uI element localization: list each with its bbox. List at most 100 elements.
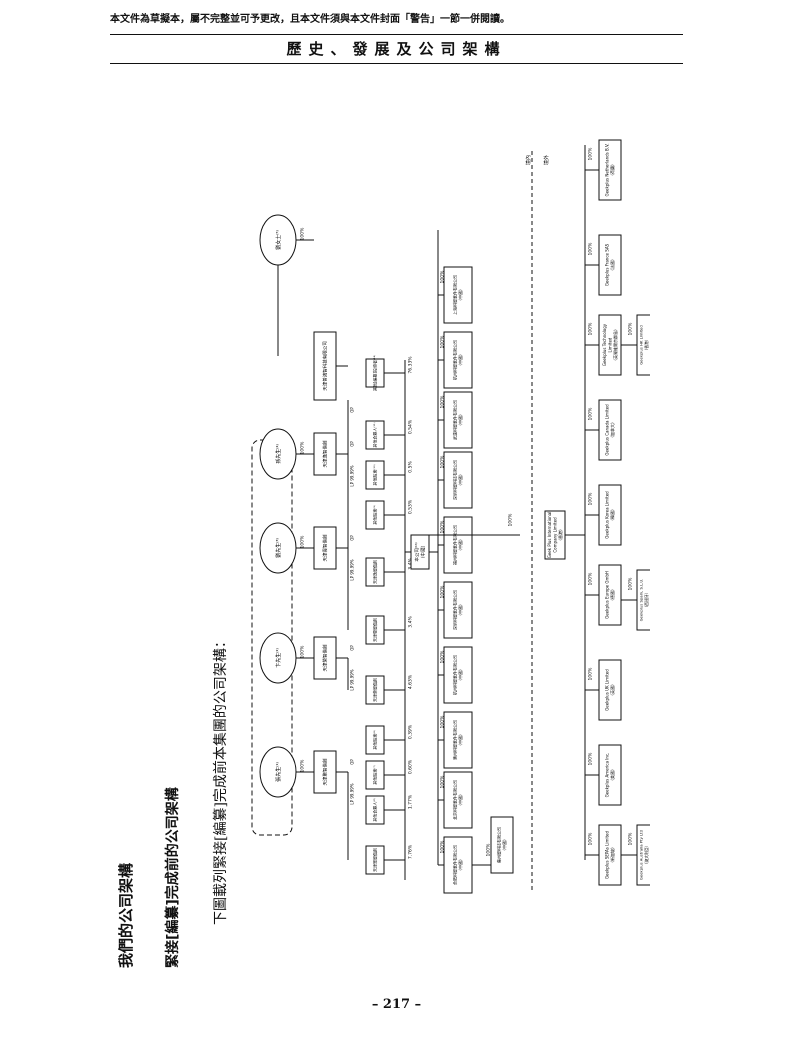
shareholder-pct-text: 76.33% — [408, 356, 414, 374]
shareholder-pct-text: 0.39% — [408, 724, 414, 739]
lp-role-text: LP 99.99% — [349, 559, 354, 580]
lp-role-text: LP 99.99% — [349, 783, 354, 804]
overseas-pct: 100% — [588, 492, 594, 506]
domestic-sub-box-label-text: （中國） — [457, 352, 463, 368]
person-pct: 100% — [300, 227, 306, 241]
domestic-sub-box-label: 武漢科智軟件有限公司（中國） — [452, 400, 464, 440]
person-name-text: 劉女士⁽⁵⁾ — [275, 230, 282, 249]
domestic-sub-box-label-text: （中國） — [457, 602, 463, 618]
overseas-pct: 100% — [588, 752, 594, 766]
domestic-pct: 100% — [440, 270, 446, 284]
person-name-text: 卞先生⁽²⁾ — [275, 648, 282, 667]
corporate-structure-chart: 張先生⁽¹⁾卞先生⁽²⁾劉先生⁽³⁾孫先生⁽⁴⁾劉女士⁽⁵⁾100%天津聚智偕創… — [230, 110, 652, 914]
overseas-sub-box — [598, 484, 622, 546]
shareholder-box-label: 其他合夥人⁽⁶⁾ — [371, 798, 377, 822]
domestic-pct-text: 100% — [440, 775, 446, 789]
overseas-sub-box — [598, 564, 622, 626]
person-name: 卞先生⁽²⁾ — [275, 648, 282, 667]
shareholder-pct: 3.4% — [408, 616, 414, 628]
region-overseas: 境外 — [543, 155, 550, 165]
domestic-sub-box-label-text: （中國） — [457, 287, 463, 303]
shareholder-box-label: 天津雲智偕創 — [371, 618, 377, 642]
shareholder-pct-text: 0.54% — [408, 419, 414, 434]
overseas-sub-box-label: Geekplus Canada Limited（加拿大） — [605, 404, 616, 456]
shareholder-pct: 0.60% — [408, 759, 414, 774]
person-pct: 100% — [300, 759, 306, 773]
overseas-sub-box-label-text: Geekplus SEPAs Limited — [605, 830, 610, 879]
domestic-pct: 100% — [440, 455, 446, 469]
domestic-pct-text: 100% — [440, 650, 446, 664]
domestic-sub-box-label: 杭州科智軟件有限公司（中國） — [452, 655, 464, 695]
region-domestic: 境內 — [525, 155, 532, 165]
domestic-sub-box-label-text: 上海科智軟件有限公司 — [452, 275, 458, 315]
person-name-text: 孫先生⁽⁴⁾ — [275, 444, 282, 463]
person-pct-text: 100% — [300, 759, 306, 773]
domestic-sub2-box — [490, 816, 514, 874]
shareholder-box-label: 其他股東⁽⁹⁾ — [371, 505, 377, 525]
overseas-pct-text: 100% — [588, 832, 594, 846]
shareholder-box-label-text: 天津逸智偕創 — [371, 560, 377, 584]
domestic-sub-box-label-text: （中國） — [457, 857, 463, 873]
overseas-sub-box-label-text: Geekplus UK Limited — [605, 669, 610, 711]
domestic-sub-box-label-text: 杭州科智軟件有限公司 — [452, 340, 458, 380]
overseas-sub-box-label-text: （美國） — [609, 767, 615, 783]
person-name: 張先生⁽¹⁾ — [275, 762, 282, 781]
shareholder-pct-text: 3.4% — [408, 616, 414, 628]
overseas-sub2-box-label-text: （香港） — [644, 337, 649, 352]
overseas-pct-text: 100% — [588, 242, 594, 256]
domestic-sub-box-label-text: 合肥科智軟件有限公司 — [452, 845, 458, 885]
domestic-pct: 100% — [440, 520, 446, 534]
domestic-sub-box-label: 福州科智軟件有限公司（中國） — [452, 525, 464, 565]
lp-role-text: LP 99.99% — [349, 465, 354, 486]
person-pct-text: 100% — [300, 535, 306, 549]
shareholder-pct: 76.33% — [408, 356, 414, 374]
gp-role: GP — [349, 759, 354, 765]
domestic-pct-text: 100% — [440, 395, 446, 409]
shareholder-box-label-text: 其他股東⁽⁷⁾ — [371, 765, 377, 785]
shareholder-box-label-text: 其他股東⁽⁸⁾ — [371, 730, 377, 750]
domestic-sub-box — [443, 771, 473, 829]
overseas-sub-box-label: Geekplus Europe GmbH（德國） — [605, 571, 616, 619]
domestic-sub-box-label-text: （中國） — [457, 792, 463, 808]
domestic-sub-box-label: 廣州科智軟件有限公司（中國） — [452, 720, 464, 760]
overseas-sub2-pct: 100% — [628, 577, 634, 591]
domestic-sub-box-label-text: 杭州科智軟件有限公司 — [452, 655, 458, 695]
domestic-sub2-pct-text: 100% — [486, 843, 492, 857]
overseas-sub2-box-label-text: Geekplus HK Limited — [639, 325, 644, 365]
overseas-sub-box-label: Geekplus Netherlands B.V.（荷蘭） — [605, 143, 616, 196]
shareholder-pct: 1.77% — [408, 794, 414, 809]
page-number: – 217 – — [371, 997, 422, 1012]
gp-entity-box-label-text: 天津雲智偕創 — [322, 534, 329, 561]
person-pct: 100% — [300, 535, 306, 549]
overseas-sub-box-label-text: Geekplus Netherlands B.V. — [605, 143, 610, 196]
person-pct-text: 100% — [300, 645, 306, 659]
gp-role-text: GP — [349, 759, 354, 765]
domestic-pct-text: 100% — [440, 270, 446, 284]
shareholder-pct-text: 7.76% — [408, 844, 414, 859]
shareholder-pct: 0.5% — [408, 461, 414, 473]
overseas-sub2-pct: 100% — [628, 322, 634, 336]
overseas-pct: 100% — [588, 407, 594, 421]
overseas-sub2-pct: 100% — [628, 832, 634, 846]
person-name: 孫先生⁽⁴⁾ — [275, 444, 282, 463]
domestic-sub-box-label: 杭州科智軟件有限公司（中國） — [452, 340, 464, 380]
domestic-sub-box — [443, 516, 473, 574]
domestic-sub-box-label-text: （中國） — [457, 732, 463, 748]
company-box-label-text: （中國） — [420, 543, 427, 561]
person-name-text: 劉先生⁽³⁾ — [275, 538, 282, 557]
overseas-sub2-box-label-text: （西班牙） — [644, 591, 649, 610]
gp-role: GP — [349, 407, 354, 413]
org-chart-svg: 張先生⁽¹⁾卞先生⁽²⁾劉先生⁽³⁾孫先生⁽⁴⁾劉女士⁽⁵⁾100%天津聚智偕創… — [251, 139, 652, 894]
shareholder-pct: 0.54% — [408, 419, 414, 434]
shareholder-box-label: 天津眾智偕創 — [371, 848, 377, 872]
domestic-sub-box — [443, 581, 473, 639]
header-rule-top — [110, 34, 683, 35]
person-pct: 100% — [300, 645, 306, 659]
overseas-sub-box-label-text: Geekplus Technology — [602, 323, 607, 366]
domestic-sub-box-label-text: 深圳科智軟件有限公司 — [452, 590, 458, 630]
region-overseas-text: 境外 — [543, 155, 550, 165]
person-pct-text: 100% — [300, 227, 306, 241]
person-name-text: 張先生⁽¹⁾ — [275, 762, 282, 781]
company-box-label-text: 本公司⁽¹³⁾ — [414, 542, 421, 561]
